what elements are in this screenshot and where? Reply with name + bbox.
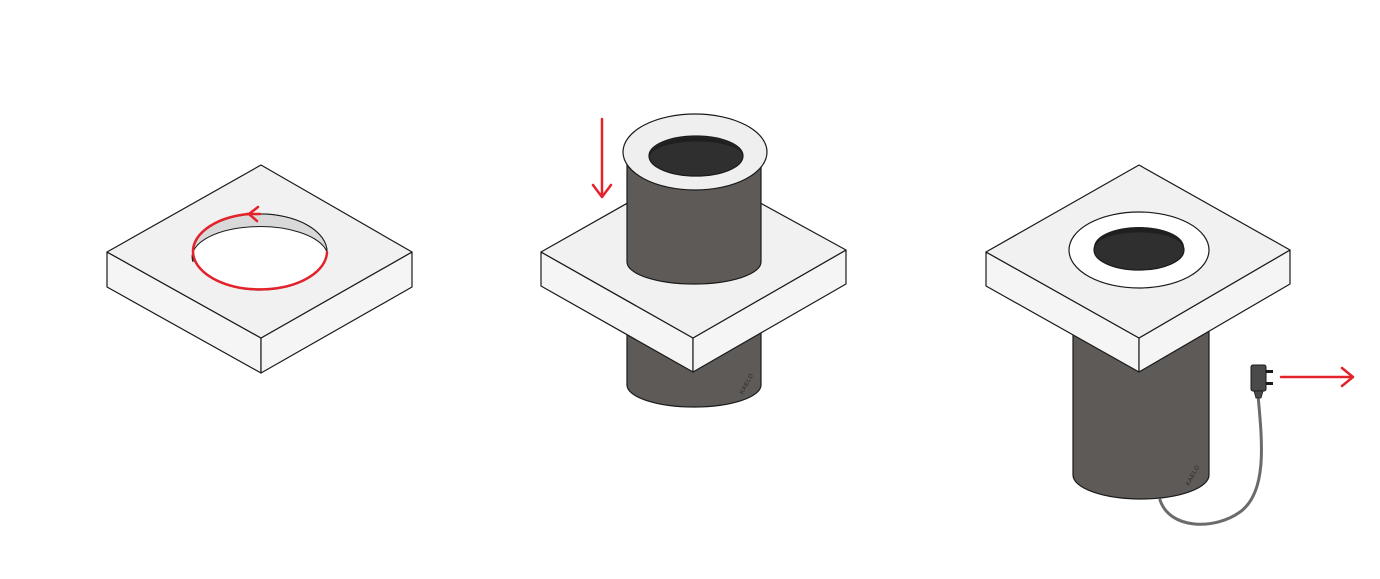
cylinder-opening <box>648 135 744 177</box>
down-arrow-icon <box>591 117 613 199</box>
power-plug-icon <box>1250 364 1273 399</box>
step-3-connect-power: KAELO <box>985 164 1355 526</box>
step-1-cut-hole <box>106 164 413 374</box>
step-2-insert-unit: KAELO <box>540 113 847 408</box>
right-arrow-icon <box>1279 366 1355 388</box>
curved-arrow-icon <box>191 212 329 291</box>
cylinder-lower-body <box>1072 329 1210 500</box>
power-cable <box>1158 393 1263 526</box>
